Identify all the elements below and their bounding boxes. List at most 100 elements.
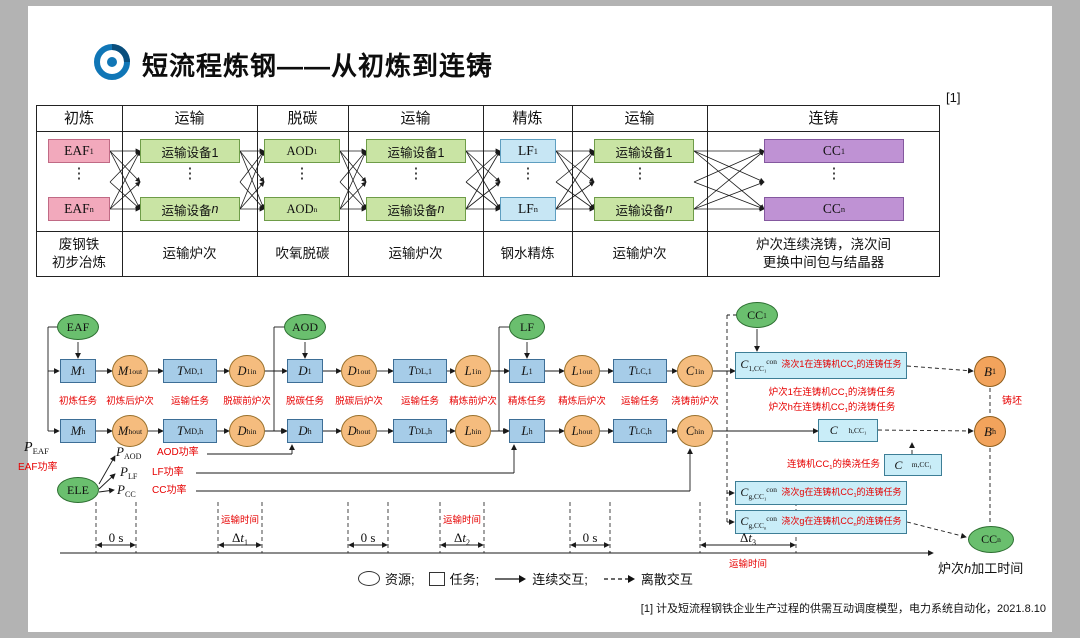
note-heat-before-casting: 浇铸前炉次 <box>671 396 719 407</box>
note-cc-power: CC功率 <box>152 485 187 496</box>
note-decarb-task: 脱碳任务 <box>285 396 325 407</box>
legend-task-item: 任务; <box>428 569 480 588</box>
resource-aod-circle: AOD <box>284 314 326 340</box>
note-heat-before-decarb: 脱碳前炉次 <box>223 396 271 407</box>
column-dots-7: ⋮ <box>826 165 842 182</box>
continuous-arrow-icon <box>495 574 527 583</box>
axis-title: 炉次h加工时间 <box>938 561 1024 576</box>
cast-task-seqg-ccn-note: 浇次g在连铸机CCn的连铸任务 <box>781 515 902 528</box>
cast-task-seqg-ccn-box: Cg,CCncon 浇次g在连铸机CCn的连铸任务 <box>735 510 907 534</box>
note-transport-task-1: 运输任务 <box>170 396 210 407</box>
cast-task-seqg-cc1-note: 浇次g在连铸机CC1的连铸任务 <box>781 486 902 499</box>
column-dots-6: ⋮ <box>632 165 648 182</box>
legend-discrete-label: 离散交互 <box>640 572 693 587</box>
resource-eaf-circle: EAF <box>57 314 99 340</box>
note-eaf-power: EAF功率 <box>18 462 58 473</box>
resource-lf-circle: LF <box>509 314 545 340</box>
note-transport-time-3: 运输时间 <box>728 559 768 570</box>
axis-seg-dt2: Δt2 <box>453 530 471 547</box>
stage-footer-decarburization: 吹氧脱碳 <box>275 246 330 262</box>
label-p-lf: PLF <box>120 464 138 481</box>
stage-header-refining: 精炼 <box>512 110 543 127</box>
cast-task-seqg-cc1-label: Cg,CC1con <box>740 484 777 502</box>
table-divider-4 <box>483 105 484 277</box>
transport-equipment-1-box-c: 运输设备1 <box>594 139 694 163</box>
stage-header-transport-3: 运输 <box>624 110 655 127</box>
note-heath-pour: 炉次h在连铸机CC1的浇铸任务 <box>768 402 896 415</box>
note-billet: 铸坯 <box>1002 396 1022 407</box>
stage-footer-transport-2: 运输炉次 <box>388 246 443 262</box>
legend-continuous-label: 连续交互; <box>532 572 588 587</box>
table-footer-rule <box>36 231 940 232</box>
column-dots-2: ⋮ <box>182 165 198 182</box>
transport-equipment-1-box-b: 运输设备1 <box>366 139 466 163</box>
stage-footer-initial-refining: 废钢铁初步冶炼 <box>52 237 106 270</box>
note-heat-before-refining: 精炼前炉次 <box>449 396 497 407</box>
note-heat-after-initial: 初炼后炉次 <box>106 396 154 407</box>
note-heat-after-refining: 精炼后炉次 <box>558 396 606 407</box>
column-dots-3: ⋮ <box>294 165 310 182</box>
note-refining-task: 精炼任务 <box>507 396 547 407</box>
column-dots-5: ⋮ <box>520 165 536 182</box>
legend-resource-label: 资源; <box>385 572 415 587</box>
stage-footer-refining: 钢水精炼 <box>500 246 555 262</box>
axis-seg-0s-3: 0 s <box>582 530 598 545</box>
table-divider-1 <box>122 105 123 277</box>
column-dots-1: ⋮ <box>71 165 87 182</box>
note-transport-task-2: 运输任务 <box>400 396 440 407</box>
stage-header-decarburization: 脱碳 <box>287 110 318 127</box>
stage-header-casting: 连铸 <box>808 110 839 127</box>
legend-task-label: 任务; <box>449 572 480 587</box>
table-divider-2 <box>257 105 258 277</box>
axis-seg-0s-2: 0 s <box>360 530 376 545</box>
label-p-cc: PCC <box>117 482 136 499</box>
cast-task-seqg-cc1-box: Cg,CC1con 浇次g在连铸机CC1的连铸任务 <box>735 481 907 505</box>
footnote: [1] 计及短流程钢铁企业生产过程的供需互动调度模型，电力系统自动化，2021.… <box>640 603 1046 615</box>
legend-discrete-item: 离散交互 <box>602 569 693 588</box>
resource-symbol-icon <box>358 571 380 586</box>
label-p-aod: PAOD <box>116 444 142 461</box>
logo-icon <box>92 42 132 87</box>
page-title: 短流程炼钢——从初炼到连铸 <box>142 51 494 81</box>
discrete-arrow-icon <box>603 574 635 583</box>
note-aod-power: AOD功率 <box>157 447 199 458</box>
column-dots-4: ⋮ <box>408 165 424 182</box>
note-transport-time-2: 运输时间 <box>442 515 482 526</box>
stage-footer-casting: 炉次连续浇铸，浇次间更换中间包与结晶器 <box>756 237 891 270</box>
stage-footer-transport-3: 运输炉次 <box>612 246 667 262</box>
resource-ele-circle: ELE <box>57 477 99 503</box>
